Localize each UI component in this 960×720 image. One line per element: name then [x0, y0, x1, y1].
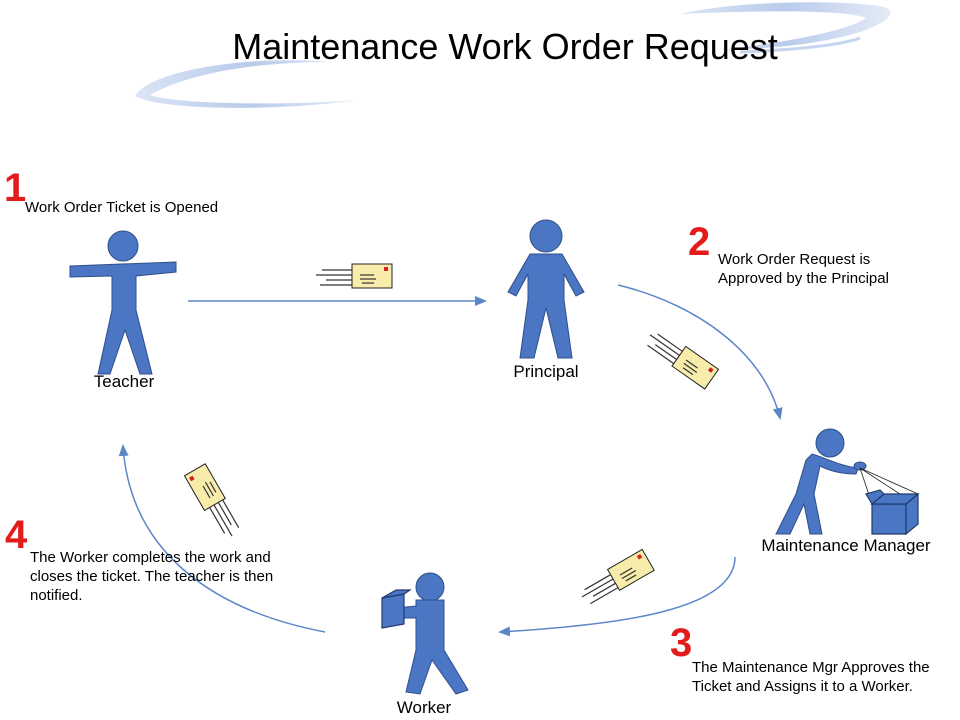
- step-3-number: 3: [670, 621, 693, 665]
- step-4-text: The Worker completes the work and closes…: [30, 548, 273, 605]
- flying-envelope-icon: [315, 263, 393, 289]
- step-2-text: Work Order Request is Approved by the Pr…: [718, 250, 889, 288]
- step-1-number: 1: [4, 166, 27, 210]
- step-4-number: 4: [5, 513, 28, 557]
- flying-envelope-icon: [183, 463, 244, 543]
- manager-figure-icon: [775, 428, 920, 536]
- step-1-text: Work Order Ticket is Opened: [25, 198, 218, 217]
- step-2-line-2: Approved by the Principal: [718, 270, 889, 287]
- arrow-worker-to-teacher: [118, 444, 326, 633]
- step-3-line-2: Ticket and Assigns it to a Worker.: [692, 678, 913, 695]
- title-swoosh: [135, 2, 891, 108]
- teacher-label: Teacher: [93, 372, 155, 391]
- flying-envelope-icon: [641, 325, 720, 390]
- step-4-line-3: notified.: [30, 587, 83, 604]
- arrow-manager-to-worker: [498, 556, 736, 637]
- step-2-line-1: Work Order Request is: [718, 251, 871, 268]
- step-2-number: 2: [688, 220, 711, 264]
- step-4-line-2: closes the ticket. The teacher is then: [30, 568, 274, 585]
- principal-label: Principal: [513, 362, 579, 381]
- step-1-line-1: Work Order Ticket is Opened: [25, 199, 219, 216]
- step-4-line-1: The Worker completes the work and: [30, 549, 271, 566]
- worker-figure-icon: [381, 572, 469, 695]
- principal-figure-icon: [507, 219, 585, 359]
- worker-label: Worker: [396, 698, 452, 717]
- step-3-line-1: The Maintenance Mgr Approves the: [692, 659, 930, 676]
- step-3-text: The Maintenance Mgr Approves the Ticket …: [692, 658, 930, 696]
- page-title: Maintenance Work Order Request: [232, 26, 778, 67]
- manager-label: Maintenance Manager: [761, 536, 931, 555]
- teacher-figure-icon: [69, 230, 177, 375]
- flying-envelope-icon: [575, 548, 655, 609]
- arrow-principal-to-manager: [617, 284, 783, 420]
